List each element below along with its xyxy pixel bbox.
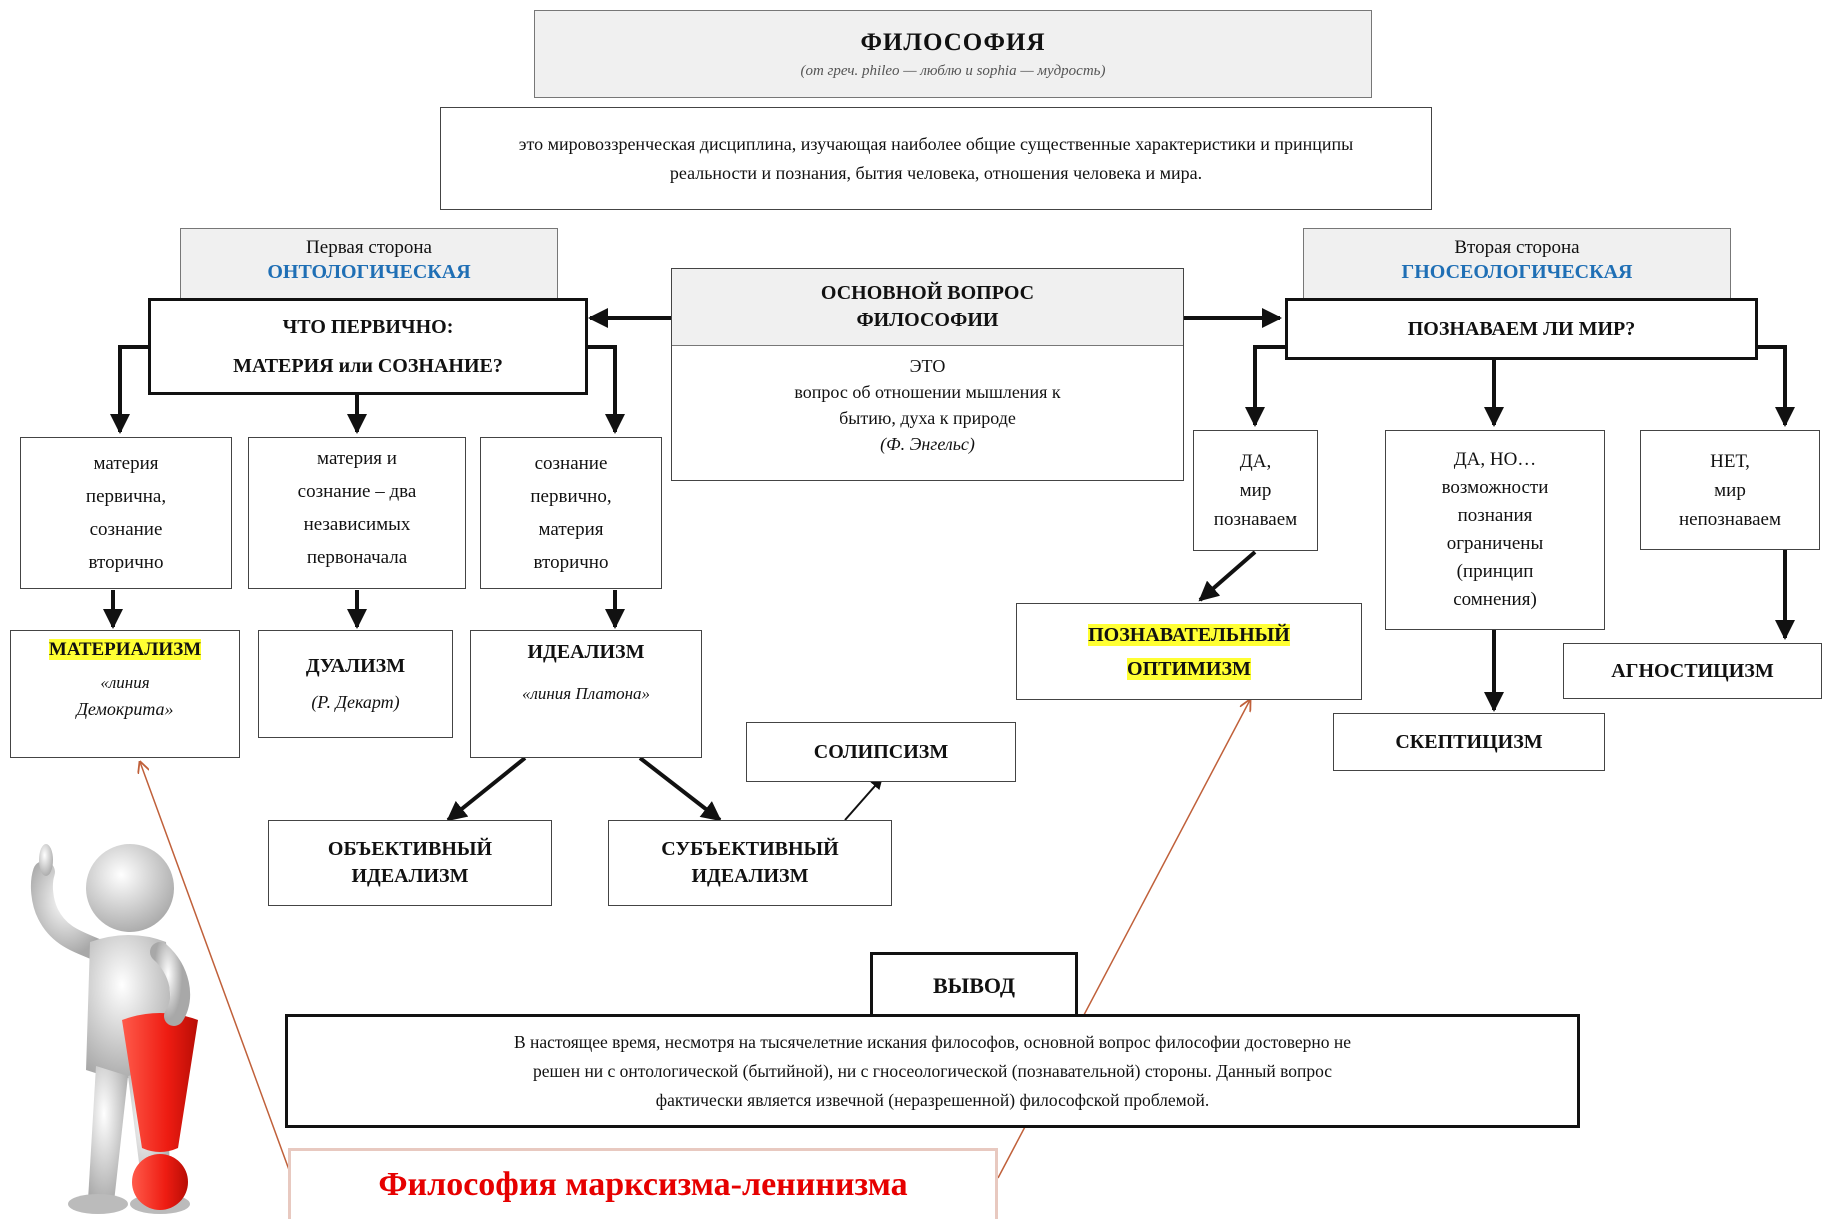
ontology-side-label: Первая сторона ОНТОЛОГИЧЕСКАЯ xyxy=(180,228,558,298)
central-line1: ЭТО xyxy=(909,356,946,376)
central-heading-line1: ОСНОВНОЙ ВОПРОС xyxy=(820,282,1035,304)
objective-idealism-box: ОБЪЕКТИВНЫЙ ИДЕАЛИЗМ xyxy=(268,820,552,906)
gnoseology-question-box: ПОЗНАВАЕМ ЛИ МИР? xyxy=(1285,298,1758,360)
option-text: ДА, НО… xyxy=(1453,449,1537,470)
person-with-exclamation-icon xyxy=(30,844,198,1214)
central-heading-line2: ФИЛОСОФИИ xyxy=(856,309,999,331)
objective-idealism-line2: ИДЕАЛИЗМ xyxy=(351,865,469,887)
option-text: независимых xyxy=(303,514,411,535)
option-text: вторично xyxy=(88,552,164,573)
option-text: материя xyxy=(93,453,159,474)
central-line2: вопрос об отношении мышления к xyxy=(794,382,1061,402)
gnoseology-side-label: Вторая сторона ГНОСЕОЛОГИЧЕСКАЯ xyxy=(1303,228,1731,298)
gnoseology-side-name: ГНОСЕОЛОГИЧЕСКАЯ xyxy=(1401,261,1633,283)
ontology-question-box: ЧТО ПЕРВИЧНО: МАТЕРИЯ или СОЗНАНИЕ? xyxy=(148,298,588,395)
marxism-callout-box: Философия марксизма-ленинизма xyxy=(288,1148,998,1219)
option-two-principles: материя и сознание – два независимых пер… xyxy=(248,437,466,589)
central-line3: бытию, духа к природе xyxy=(839,408,1016,428)
option-text: сомнения) xyxy=(1453,589,1537,610)
philosophy-definition: это мировоззренческая дисциплина, изучаю… xyxy=(518,133,1354,183)
central-question-box: ОСНОВНОЙ ВОПРОС ФИЛОСОФИИ ЭТО вопрос об … xyxy=(671,268,1184,481)
option-text: первоначала xyxy=(306,547,408,568)
ontology-question-line1: ЧТО ПЕРВИЧНО: xyxy=(282,315,454,338)
school-materialism-name: МАТЕРИАЛИЗМ xyxy=(48,639,202,660)
conclusion-text-box: В настоящее время, несмотря на тысячелет… xyxy=(285,1014,1580,1128)
ontology-side-caption: Первая сторона xyxy=(306,237,432,258)
school-dualism: ДУАЛИЗМ (Р. Декарт) xyxy=(258,630,453,738)
school-materialism-note2: Демокрита» xyxy=(76,699,174,719)
gnoseology-question: ПОЗНАВАЕМ ЛИ МИР? xyxy=(1407,317,1636,340)
option-matter-primary: материя первична, сознание вторично xyxy=(20,437,232,589)
marxism-callout: Философия марксизма-ленинизма xyxy=(378,1166,908,1203)
gnoseology-side-caption: Вторая сторона xyxy=(1454,237,1580,258)
option-knowable: ДА, мир познаваем xyxy=(1193,430,1318,551)
subjective-idealism-box: СУБЪЕКТИВНЫЙ ИДЕАЛИЗМ xyxy=(608,820,892,906)
subjective-idealism-line1: СУБЪЕКТИВНЫЙ xyxy=(661,838,839,860)
philosophy-etymology: (от греч. phileo — люблю и sophia — мудр… xyxy=(800,62,1106,79)
option-text: мир xyxy=(1239,480,1272,501)
school-materialism-note1: «линия xyxy=(100,673,150,692)
skepticism-box: СКЕПТИЦИЗМ xyxy=(1333,713,1605,771)
philosophy-title: ФИЛОСОФИЯ xyxy=(860,28,1046,56)
subjective-idealism-line2: ИДЕАЛИЗМ xyxy=(691,865,809,887)
option-limited: ДА, НО… возможности познания ограничены … xyxy=(1385,430,1605,630)
ontology-side-name: ОНТОЛОГИЧЕСКАЯ xyxy=(267,261,471,283)
option-text: (принцип xyxy=(1456,561,1534,582)
option-text: ДА, xyxy=(1239,451,1272,472)
option-text: НЕТ, xyxy=(1710,450,1750,472)
school-dualism-note: (Р. Декарт) xyxy=(311,692,400,712)
option-text: первично, xyxy=(530,486,612,507)
school-idealism-note: «линия Платона» xyxy=(521,684,651,703)
central-heading-area: ОСНОВНОЙ ВОПРОС ФИЛОСОФИИ xyxy=(672,269,1183,346)
option-text: непознаваем xyxy=(1679,508,1781,530)
option-text: сознание xyxy=(534,453,608,474)
school-materialism: МАТЕРИАЛИЗМ «линия Демокрита» xyxy=(10,630,240,758)
ontology-question-line2: МАТЕРИЯ или СОЗНАНИЕ? xyxy=(233,354,503,377)
conclusion-line1: В настоящее время, несмотря на тысячелет… xyxy=(513,1031,1352,1052)
option-text: материя xyxy=(538,519,604,540)
conclusion-title-box: ВЫВОД xyxy=(870,952,1078,1016)
option-unknowable: НЕТ, мир непознаваем xyxy=(1640,430,1820,550)
option-text: мир xyxy=(1714,479,1746,501)
option-text: сознание – два xyxy=(297,481,417,502)
philosophy-definition-box: это мировоззренческая дисциплина, изучаю… xyxy=(440,107,1432,210)
option-text: материя и xyxy=(317,448,397,469)
cognitive-optimism-line2: ОПТИМИЗМ xyxy=(1127,657,1251,680)
skepticism-label: СКЕПТИЦИЗМ xyxy=(1395,730,1543,753)
school-dualism-name: ДУАЛИЗМ xyxy=(305,655,406,677)
school-idealism: ИДЕАЛИЗМ «линия Платона» xyxy=(470,630,702,758)
option-text: сознание xyxy=(89,519,163,540)
conclusion-line2: решен ни с онтологической (бытийной), ни… xyxy=(532,1060,1333,1081)
solipsism-box: СОЛИПСИЗМ xyxy=(746,722,1016,782)
option-text: ограничены xyxy=(1446,533,1544,554)
agnosticism-box: АГНОСТИЦИЗМ xyxy=(1563,643,1822,699)
option-text: познания xyxy=(1457,505,1533,526)
option-text: возможности xyxy=(1441,477,1549,498)
cognitive-optimism-box: ПОЗНАВАТЕЛЬНЫЙ ОПТИМИЗМ xyxy=(1016,603,1362,700)
option-text: вторично xyxy=(533,552,609,573)
cognitive-optimism-line1: ПОЗНАВАТЕЛЬНЫЙ xyxy=(1088,623,1290,646)
option-consciousness-primary: сознание первично, материя вторично xyxy=(480,437,662,589)
solipsism-label: СОЛИПСИЗМ xyxy=(813,740,949,763)
agnosticism-label: АГНОСТИЦИЗМ xyxy=(1611,659,1774,682)
objective-idealism-line1: ОБЪЕКТИВНЫЙ xyxy=(327,838,493,860)
philosophy-title-box: ФИЛОСОФИЯ (от греч. phileo — люблю и sop… xyxy=(534,10,1372,98)
school-idealism-name: ИДЕАЛИЗМ xyxy=(527,641,645,663)
option-text: познаваем xyxy=(1213,509,1298,530)
option-text: первична, xyxy=(85,486,167,507)
conclusion-title: ВЫВОД xyxy=(932,972,1016,998)
central-author: (Ф. Энгельс) xyxy=(880,434,975,454)
conclusion-line3: фактически является извечной (неразрешен… xyxy=(655,1089,1210,1110)
